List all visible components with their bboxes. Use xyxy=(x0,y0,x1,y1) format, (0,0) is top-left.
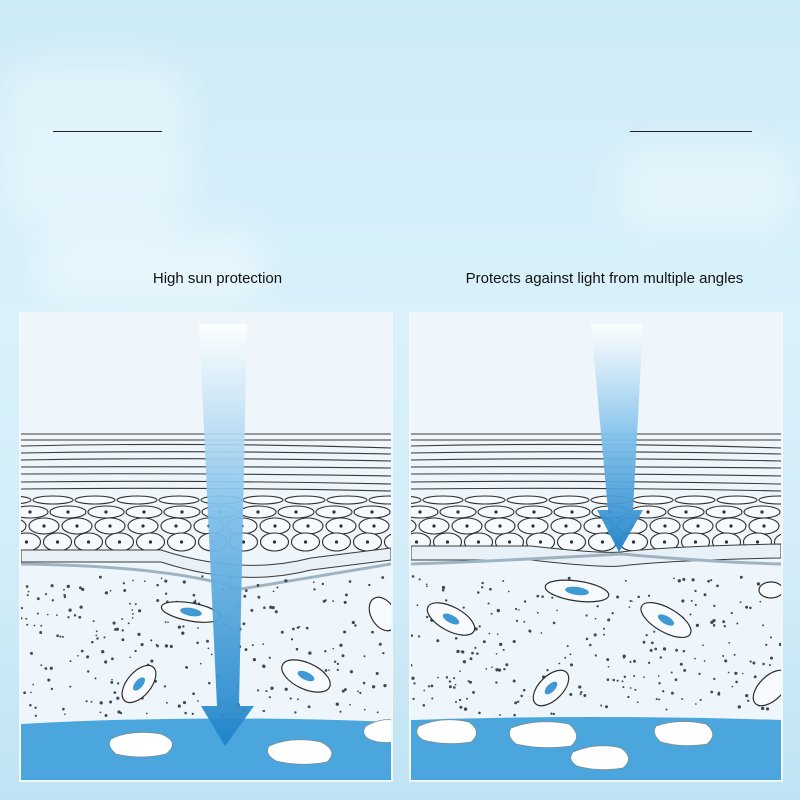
epidermis-cells xyxy=(21,495,391,552)
skin-diagram-right xyxy=(409,312,783,782)
blood-layer xyxy=(21,718,391,780)
header-rule-right xyxy=(630,131,752,132)
stratum-corneum-lines xyxy=(411,433,781,492)
dermis-dots xyxy=(21,575,387,717)
basal-layer xyxy=(21,547,391,578)
blood-cells xyxy=(416,719,714,770)
background-haze-left-lower xyxy=(30,225,270,305)
background-haze-left xyxy=(0,60,190,230)
blood-cells xyxy=(108,719,391,765)
dermis-cells xyxy=(121,596,391,704)
header-rule-left xyxy=(53,131,162,132)
dermis-cells xyxy=(426,579,781,707)
sunlight-arrow-angled xyxy=(591,324,643,552)
caption-high-sun-protection: High sun protection xyxy=(152,270,283,287)
background-haze-right xyxy=(612,140,800,235)
skin-diagram-left xyxy=(19,312,393,782)
sunlight-arrow-vertical xyxy=(199,324,254,746)
dermis-dots xyxy=(411,575,781,717)
caption-multi-angle-protection: Protects against light from multiple ang… xyxy=(465,270,744,287)
